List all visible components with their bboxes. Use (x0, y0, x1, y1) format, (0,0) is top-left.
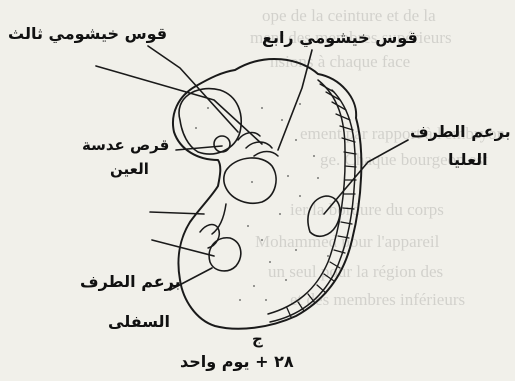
leader-line (152, 240, 214, 256)
pharyngeal-arch (246, 142, 272, 148)
lens-disc (214, 136, 230, 152)
lower-limb-bud (209, 238, 241, 271)
upper-limb-bud-label-line2: العليا (448, 150, 488, 170)
fourth-arch-label: قوس خيشومي رابع (262, 28, 418, 48)
somite-ticks (287, 84, 356, 317)
lens-disc-label: قرص عدسة (82, 136, 169, 155)
lower-limb-bud-label-line2: السفلى (108, 312, 170, 332)
heart-bulge (224, 158, 276, 203)
upper-limb-bud (308, 196, 340, 236)
upper-limb-bud-label: برعم الطرف (410, 122, 511, 142)
lens-disc-label-line2: العين (110, 160, 149, 179)
tail (200, 225, 219, 248)
leader-line (278, 50, 312, 150)
figure-caption: ٢٨ + يوم واحد (180, 352, 294, 372)
leader-line (324, 140, 408, 214)
third-arch-label: قوس خيشومي ثالث (8, 24, 167, 44)
pharyngeal-arch (254, 152, 278, 157)
figure-letter: ج (252, 330, 263, 349)
leader-line (148, 46, 238, 132)
lower-limb-bud-label: برعم الطرف (80, 272, 181, 292)
leader-line (150, 212, 204, 214)
embryo-outline (173, 59, 361, 329)
